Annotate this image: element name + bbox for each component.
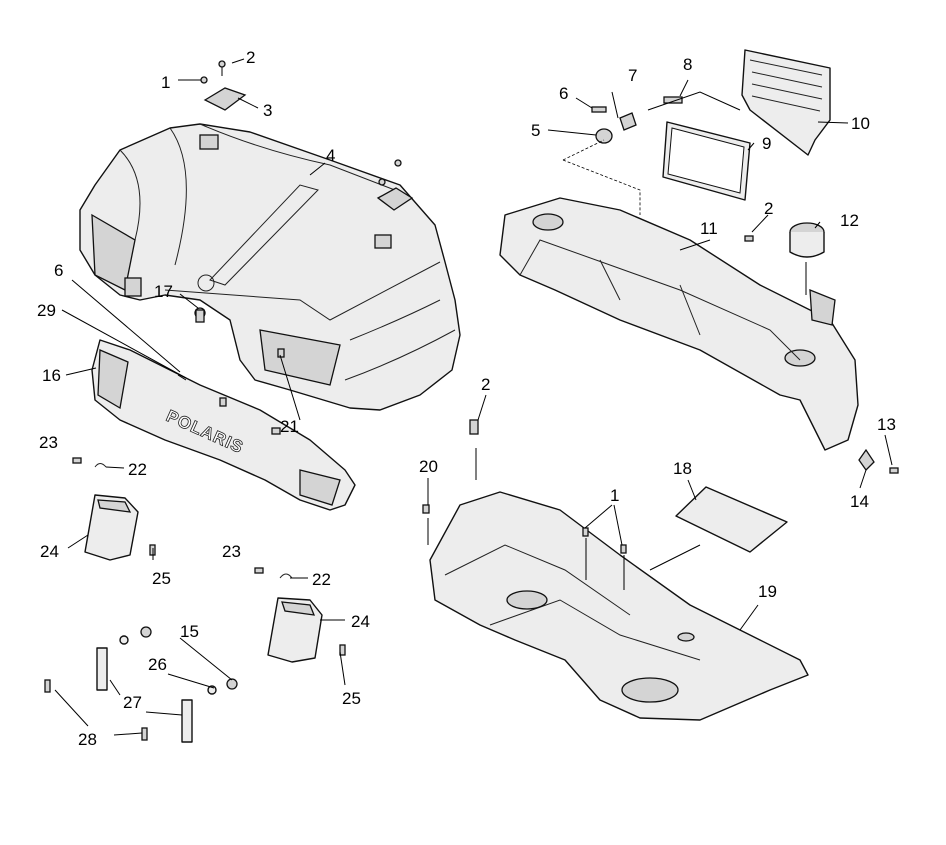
lid-seal: [662, 121, 751, 201]
callout-1: 1: [610, 486, 619, 505]
callout-2: 2: [764, 199, 773, 218]
callout-19: 19: [758, 582, 777, 601]
callout-21: 21: [280, 417, 299, 436]
callout-24: 24: [351, 612, 370, 631]
callout-2: 2: [246, 48, 255, 67]
callout-18: 18: [673, 459, 692, 478]
callout-8: 8: [683, 55, 692, 74]
hinge-bracket: [203, 87, 414, 211]
callout-6: 6: [54, 261, 63, 280]
callout-25: 25: [152, 569, 171, 588]
floor-panel: [422, 419, 809, 721]
callout-3: 3: [263, 101, 272, 120]
floor-pad: [675, 486, 788, 553]
callout-26: 26: [148, 655, 167, 674]
callout-13: 13: [877, 415, 896, 434]
callout-11: 11: [700, 219, 718, 238]
callout-23: 23: [39, 433, 58, 452]
callout-16: 16: [42, 366, 61, 385]
callout-22: 22: [128, 460, 147, 479]
callout-5: 5: [531, 121, 540, 140]
headlight: [84, 494, 323, 663]
callout-24: 24: [40, 542, 59, 561]
callout-17: 17: [154, 282, 173, 301]
callout-14: 14: [850, 492, 869, 511]
callout-27: 27: [123, 693, 142, 712]
callout-15: 15: [180, 622, 199, 641]
callout-4: 4: [326, 146, 335, 165]
rear-body-panel: [499, 197, 859, 451]
callout-28: 28: [78, 730, 97, 749]
callout-10: 10: [851, 114, 870, 133]
callout-25: 25: [342, 689, 361, 708]
fuel-cap: [789, 222, 825, 258]
callout-1: 1: [161, 73, 170, 92]
leader-lines: [54, 58, 893, 736]
callout-labels: 1 2 3 4 6 17 29 16 21 23 22 24 25 23 22 …: [37, 48, 896, 749]
rear-fasteners: [744, 235, 899, 474]
callout-2: 2: [481, 375, 490, 394]
storage-lid: [741, 49, 831, 156]
callout-12: 12: [840, 211, 859, 230]
callout-7: 7: [628, 66, 637, 85]
callout-20: 20: [419, 457, 438, 476]
callout-22: 22: [312, 570, 331, 589]
callout-29: 29: [37, 301, 56, 320]
callout-6: 6: [559, 84, 568, 103]
callout-9: 9: [762, 134, 771, 153]
grommet-hardware: [562, 96, 683, 215]
callout-23: 23: [222, 542, 241, 561]
